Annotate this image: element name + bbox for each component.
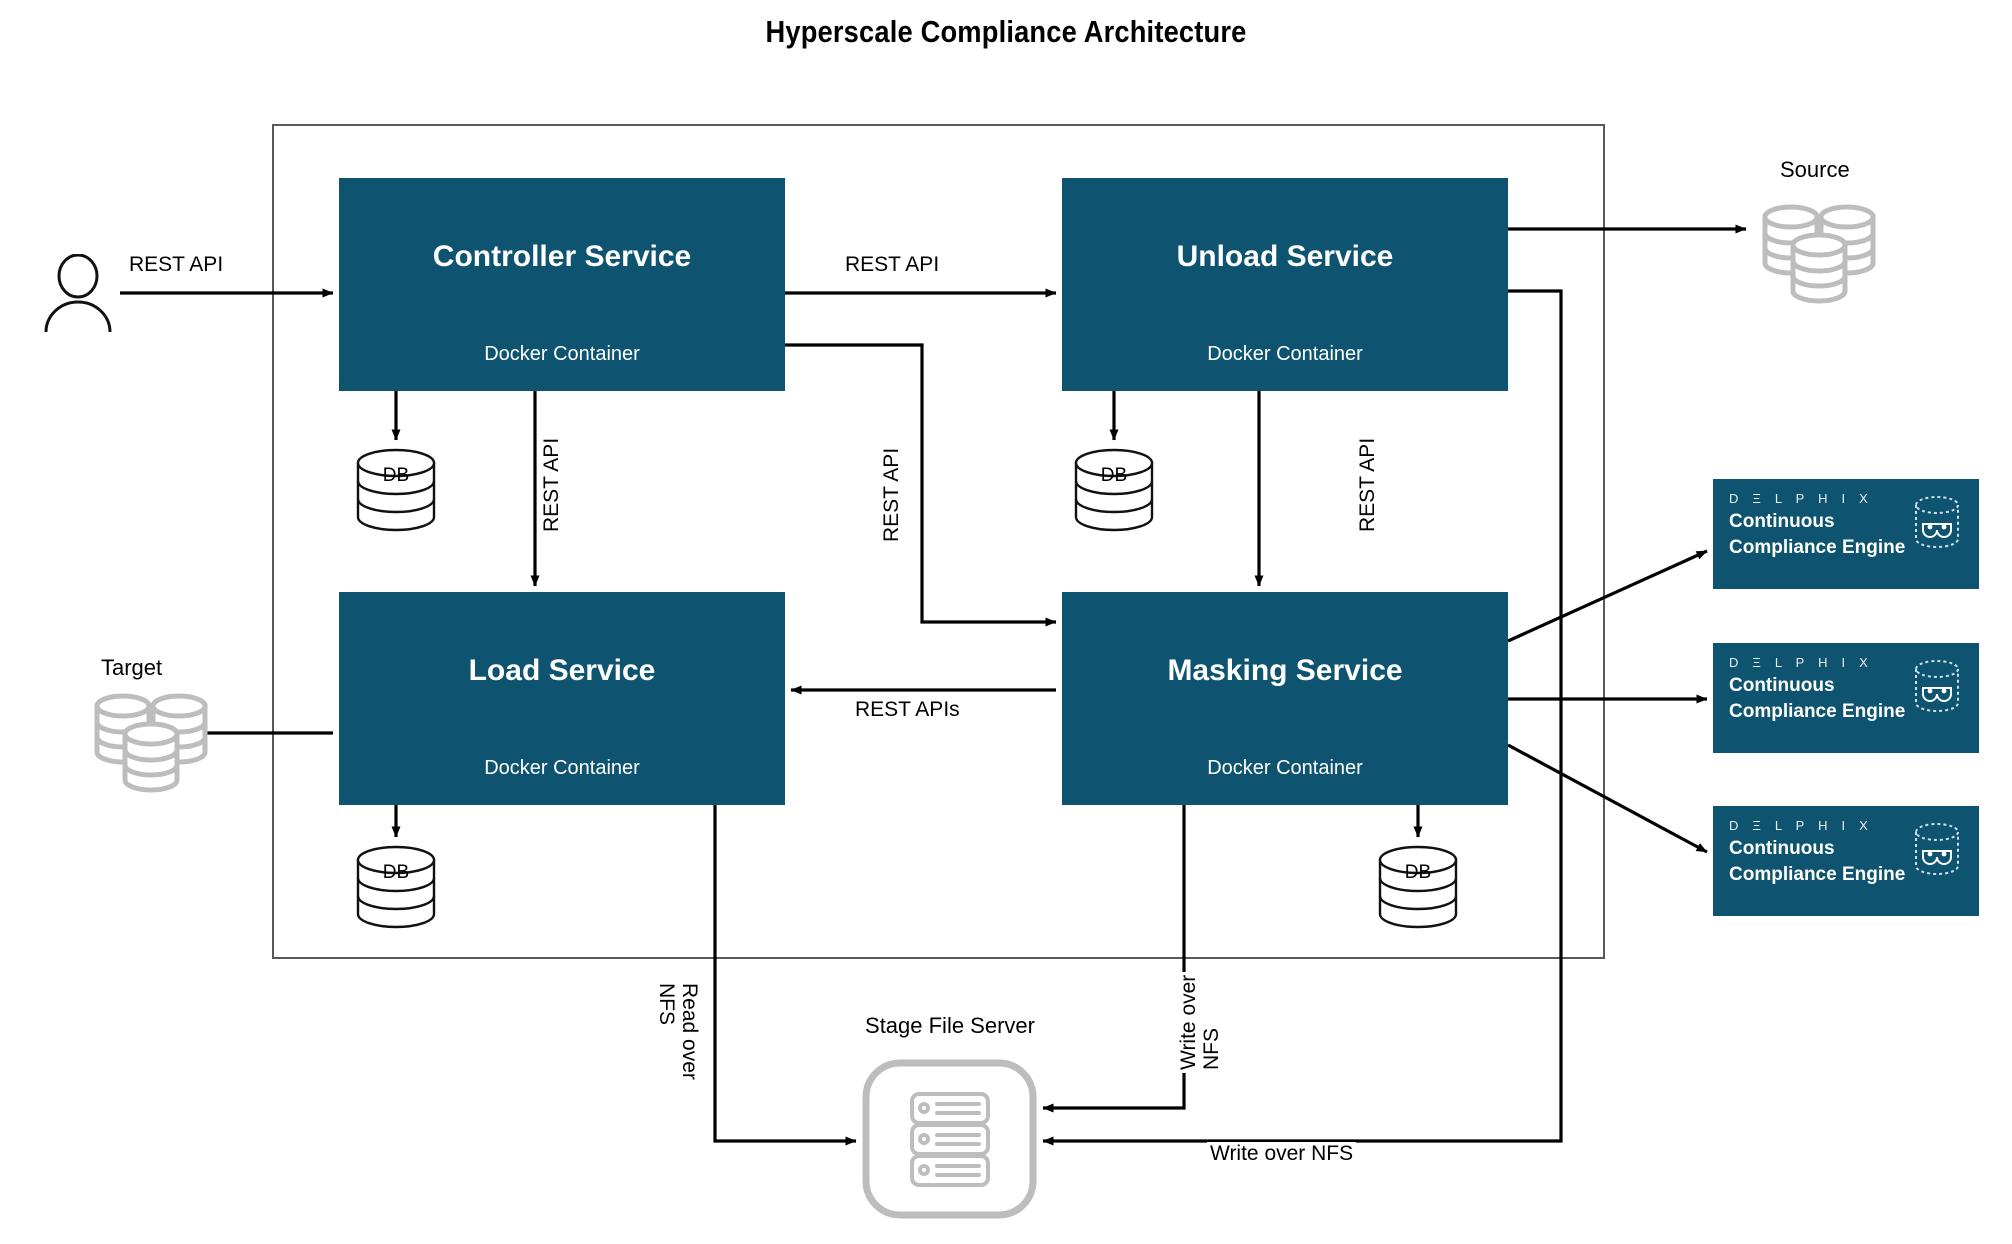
label-user-rest-api: REST API (126, 253, 227, 277)
person-icon (44, 253, 112, 333)
label-write-over-nfs: Write over NFS (1177, 971, 1224, 1073)
label-line1: Write over (1177, 974, 1200, 1070)
engine-line1: Continuous (1729, 838, 1835, 859)
engine-line1: Continuous (1729, 675, 1835, 696)
service-box-load[interactable]: Load Service Docker Container (339, 592, 785, 805)
delphix-continuous-compliance-engine-2[interactable]: D Ξ L P H I X Continuous Compliance Engi… (1713, 643, 1979, 753)
masked-database-icon (1915, 823, 1959, 875)
label-read-over-nfs: Read over NFS (654, 980, 701, 1083)
database-icon-controller: DB (352, 445, 440, 535)
service-box-masking[interactable]: Masking Service Docker Container (1062, 592, 1508, 805)
label-line1: Read over (678, 983, 701, 1080)
label-write-over-nfs-bottom: Write over NFS (1207, 1142, 1357, 1166)
target-label: Target (101, 655, 163, 680)
database-label: DB (382, 862, 410, 883)
delphix-wordmark: D Ξ L P H I X (1729, 655, 1873, 670)
db-cylinder-icon (356, 448, 436, 532)
target-database-stack-icon (92, 692, 210, 796)
db-cylinder-icon (1378, 845, 1458, 929)
label-line2: NFS (1199, 1028, 1223, 1070)
service-sublabel: Docker Container (484, 757, 640, 779)
delphix-continuous-compliance-engine-3[interactable]: D Ξ L P H I X Continuous Compliance Engi… (1713, 806, 1979, 916)
service-title: Controller Service (432, 240, 692, 273)
masked-database-icon (1915, 496, 1959, 548)
stage-file-server-label: Stage File Server (865, 1013, 1035, 1038)
db-cylinder-icon (1074, 448, 1154, 532)
database-label: DB (1100, 465, 1128, 486)
database-icon-unload: DB (1070, 445, 1158, 535)
multi-cylinder-icon (1762, 204, 1876, 304)
service-title: Unload Service (1176, 240, 1394, 273)
multi-cylinder-icon (94, 693, 208, 793)
service-sublabel: Docker Container (484, 343, 640, 365)
database-label: DB (382, 465, 410, 486)
label-masking-load-rest-apis: REST APIs (852, 698, 963, 722)
engine-line1: Continuous (1729, 511, 1835, 532)
service-box-controller[interactable]: Controller Service Docker Container (339, 178, 785, 391)
hyperscale-container-boundary (272, 124, 1605, 959)
engine-line2: Compliance Engine (1729, 537, 1906, 558)
database-label: DB (1404, 862, 1432, 883)
user-actor-icon (42, 253, 114, 333)
label-controller-load-rest-api: REST API (540, 434, 564, 535)
label-controller-masking-rest-api: REST API (880, 444, 904, 545)
delphix-wordmark: D Ξ L P H I X (1729, 491, 1873, 506)
engine-line2: Compliance Engine (1729, 864, 1906, 885)
database-icon-masking: DB (1374, 842, 1462, 932)
page-title: Hyperscale Compliance Architecture (765, 14, 1247, 49)
source-database-stack-icon (1760, 203, 1878, 307)
masked-database-icon (1915, 660, 1959, 712)
db-cylinder-icon (356, 845, 436, 929)
source-label: Source (1780, 157, 1850, 182)
database-icon-load: DB (352, 842, 440, 932)
delphix-continuous-compliance-engine-1[interactable]: D Ξ L P H I X Continuous Compliance Engi… (1713, 479, 1979, 589)
label-line2: NFS (655, 983, 679, 1025)
engine-line2: Compliance Engine (1729, 701, 1906, 722)
service-sublabel: Docker Container (1207, 343, 1363, 365)
service-title: Load Service (468, 654, 656, 687)
label-controller-unload-rest-api: REST API (842, 253, 943, 277)
service-title: Masking Service (1167, 654, 1403, 687)
server-rack-icon (862, 1059, 1037, 1219)
service-box-unload[interactable]: Unload Service Docker Container (1062, 178, 1508, 391)
service-sublabel: Docker Container (1207, 757, 1363, 779)
label-unload-masking-rest-api: REST API (1356, 434, 1380, 535)
delphix-wordmark: D Ξ L P H I X (1729, 818, 1873, 833)
stage-file-server-icon[interactable] (862, 1059, 1037, 1219)
